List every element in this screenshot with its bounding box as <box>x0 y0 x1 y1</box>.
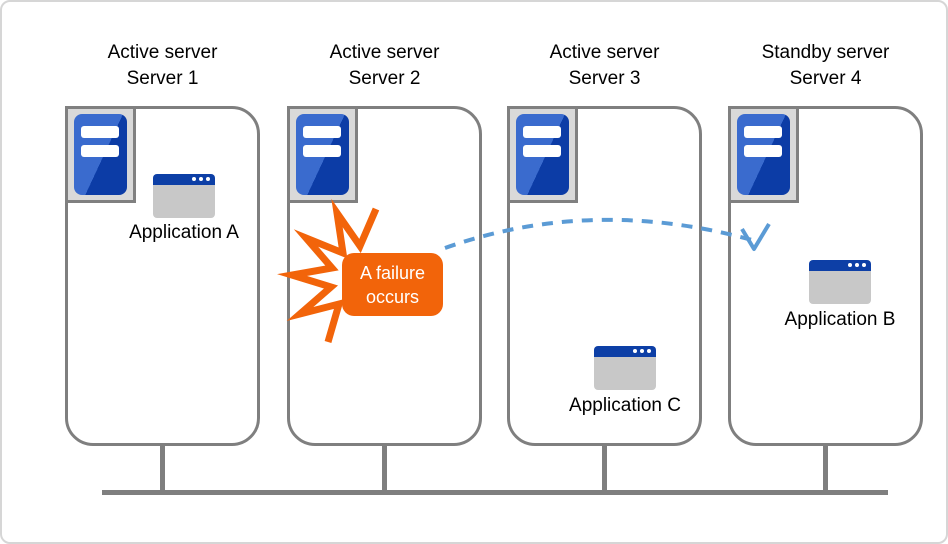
server3-name: Server 3 <box>568 68 641 89</box>
server3-role: Active server <box>549 42 660 63</box>
failover-arrow <box>444 217 753 250</box>
application-window-icon <box>809 260 871 304</box>
server4-name: Server 4 <box>789 68 862 89</box>
server4-role: Standby server <box>761 42 890 63</box>
server4-bus-connector <box>823 444 828 492</box>
application-c-label: Application C <box>569 395 681 416</box>
server1-bus-connector <box>160 444 165 492</box>
server2-header: Active server Server 2 <box>287 40 482 92</box>
failure-text-line1: A failure <box>359 262 426 283</box>
server2-bus-connector <box>382 444 387 492</box>
window-dots-icon <box>633 349 651 353</box>
failure-burst-icon <box>277 198 380 343</box>
server-tower-icon <box>65 106 136 203</box>
server2-name: Server 2 <box>348 68 421 89</box>
application-b-label: Application B <box>784 309 896 330</box>
server2-role: Active server <box>329 42 440 63</box>
server-tower-glyph <box>296 114 349 195</box>
failure-callout: A failure occurs <box>342 253 443 316</box>
server-tower-glyph <box>516 114 569 195</box>
server-tower-glyph <box>737 114 790 195</box>
server-tower-icon <box>507 106 578 203</box>
network-bus-line <box>102 490 888 495</box>
failover-arrowhead-icon <box>740 222 771 251</box>
window-dots-icon <box>848 263 866 267</box>
server3-bus-connector <box>602 444 607 492</box>
server-tower-icon <box>287 106 358 203</box>
server1-name: Server 1 <box>126 68 199 89</box>
server3-header: Active server Server 3 <box>507 40 702 92</box>
server-tower-glyph <box>74 114 127 195</box>
application-window-icon <box>153 174 215 218</box>
server1-header: Active server Server 1 <box>65 40 260 92</box>
server4-header: Standby server Server 4 <box>728 40 923 92</box>
application-a-label: Application A <box>129 222 239 243</box>
server-tower-icon <box>728 106 799 203</box>
window-dots-icon <box>192 177 210 181</box>
application-window-icon <box>594 346 656 390</box>
server1-role: Active server <box>107 42 218 63</box>
failure-text-line2: occurs <box>365 286 419 307</box>
